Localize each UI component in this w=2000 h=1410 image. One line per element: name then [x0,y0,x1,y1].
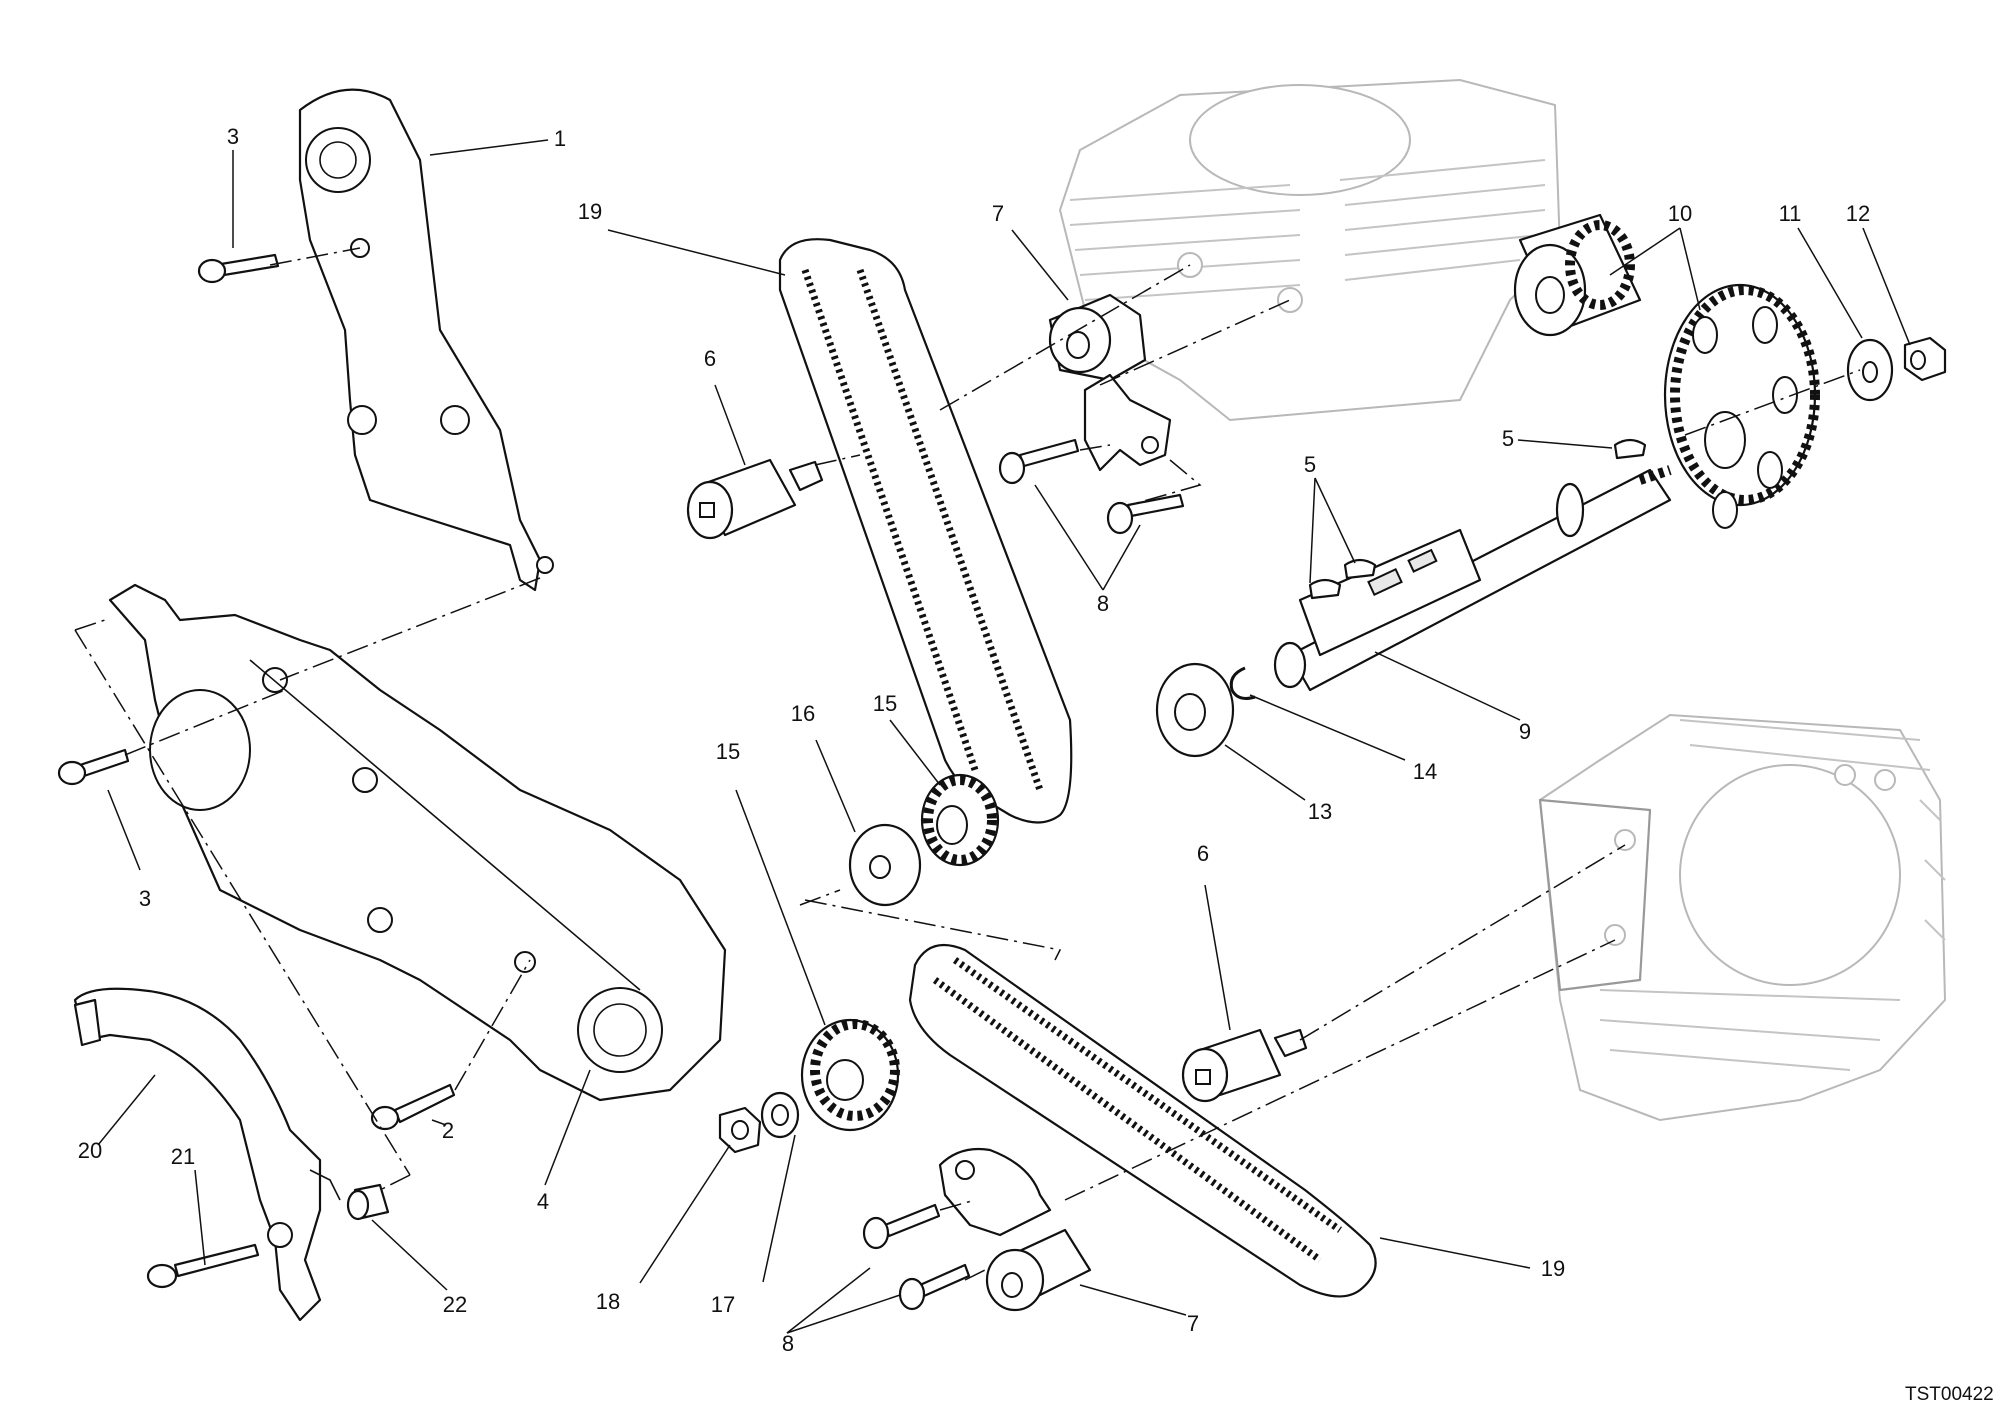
callout-3-upper: 3 [227,124,239,149]
callout-19-upper: 19 [578,199,602,224]
camshaft-9 [1273,465,1672,692]
pulley-15-lower [800,1018,900,1132]
spacer-22 [346,1183,390,1221]
spacer-6-lower [1181,1028,1308,1103]
alignment-lines [74,247,1861,1281]
screw-21 [146,1243,260,1289]
timing-belt-upper [778,238,1073,824]
callout-21: 21 [171,1144,195,1169]
key-5-a [1308,578,1342,600]
gear-10-small [1513,213,1642,337]
screw-8-upper-a [998,438,1080,485]
callout-16: 16 [791,701,815,726]
circlip-14 [1229,666,1256,700]
callout-labels: 1 2 3 3 4 5 5 6 6 7 7 8 8 9 10 11 12 13 … [78,124,1994,1405]
screw-3-upper [197,253,280,284]
callout-17: 17 [711,1292,735,1317]
spacer-6-upper [686,458,824,540]
lower-belt-cover [108,583,727,1102]
washer-16 [848,823,922,907]
callout-6-upper: 6 [704,346,716,371]
callout-8-lower: 8 [782,1331,794,1356]
bearing-13 [1155,662,1235,758]
gear-10-large [1663,283,1820,529]
nut-18 [718,1106,762,1154]
screw-8-lower-a [862,1203,941,1250]
callout-2: 2 [442,1118,454,1143]
key-5-c [1613,438,1647,460]
cylinder-head-ghost-top [1058,78,1562,422]
callout-3-lower: 3 [139,886,151,911]
callout-10: 10 [1668,201,1692,226]
callout-6-lower: 6 [1197,841,1209,866]
callout-7-lower: 7 [1187,1311,1199,1336]
nut-12 [1903,336,1947,382]
callout-19-lower: 19 [1541,1256,1565,1281]
callout-15-upper: 15 [873,691,897,716]
washer-11 [1846,338,1894,402]
callout-18: 18 [596,1289,620,1314]
callout-1: 1 [554,126,566,151]
callout-5-gear: 5 [1502,426,1514,451]
drawing-code: TST00422 [1905,1384,1994,1405]
screw-8-upper-b [1106,493,1185,535]
key-5-b [1343,558,1377,580]
callout-13: 13 [1308,799,1332,824]
callout-22: 22 [443,1292,467,1317]
callout-20: 20 [78,1138,102,1163]
callout-5-shaft: 5 [1304,452,1316,477]
tensioner-arm [73,987,341,1322]
timing-belt-lower [908,943,1377,1298]
callout-15-lower: 15 [716,739,740,764]
screw-2 [370,1083,456,1131]
cylinder-head-ghost-bottom [1538,713,1947,1122]
callout-12: 12 [1846,201,1870,226]
tensioner-7-lower [938,1147,1092,1312]
washer-17 [760,1091,800,1139]
callout-11: 11 [1779,201,1802,226]
callout-7-upper: 7 [992,201,1004,226]
callout-4: 4 [537,1189,549,1214]
callout-14: 14 [1413,759,1437,784]
screw-3-lower [57,748,130,786]
screw-8-lower-b [898,1263,971,1311]
pulley-15-upper [920,773,1000,867]
callout-8-upper: 8 [1097,591,1109,616]
upper-belt-cover [298,88,554,592]
tensioner-7-upper [1048,293,1172,472]
callout-9: 9 [1519,719,1531,744]
leader-lines [97,139,1911,1334]
